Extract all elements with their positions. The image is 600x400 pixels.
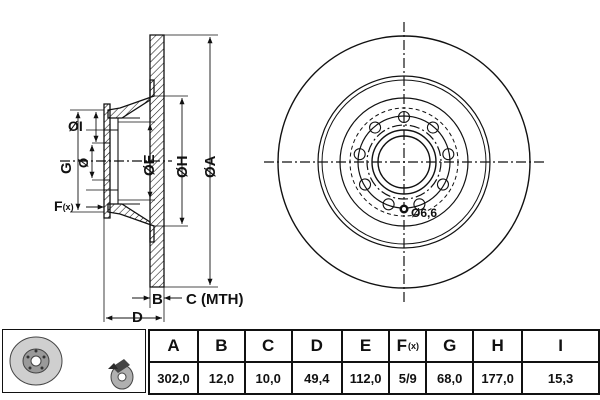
front-view: Ø6,6 <box>264 22 544 302</box>
bolt-hole <box>413 198 426 211</box>
hat-wall-bottom <box>107 203 155 243</box>
brake-caliper-icon <box>108 359 134 390</box>
header-f-sub: (x) <box>407 341 419 351</box>
bolt-holes <box>353 110 455 211</box>
label-dim-g-diameter: Ø <box>76 158 91 168</box>
label-dim-i: ØI <box>68 118 83 134</box>
label-dim-d: D <box>132 309 143 326</box>
value-c: 10,0 <box>243 361 293 395</box>
value-f: 5/9 <box>388 361 428 395</box>
bolt-hole <box>358 178 372 191</box>
spec-header-row: A B C D E F(x) G H I <box>147 329 600 363</box>
label-dim-a: ØA <box>202 155 219 178</box>
header-c: C <box>243 329 293 363</box>
header-d: D <box>290 329 344 363</box>
bolt-hole <box>369 121 382 134</box>
header-b: B <box>197 329 246 363</box>
bolt-hole <box>426 121 439 134</box>
spec-table-area: A B C D E F(x) G H I 302,0 12,0 10,0 49,… <box>0 327 600 400</box>
label-dim-g: G <box>58 162 75 174</box>
label-dim-f-letter: F <box>54 198 63 214</box>
value-h: 177,0 <box>472 361 524 395</box>
label-bolt-hole-diameter: Ø6,6 <box>411 206 437 220</box>
header-i: I <box>521 329 600 363</box>
label-dim-b: B <box>152 291 163 308</box>
disc-thumbnail-icon <box>9 336 63 386</box>
header-e: E <box>341 329 391 363</box>
header-g: G <box>425 329 475 363</box>
header-h: H <box>472 329 524 363</box>
spec-value-row: 302,0 12,0 10,0 49,4 112,0 5/9 68,0 177,… <box>147 361 600 395</box>
value-a: 302,0 <box>147 361 200 395</box>
header-f: F(x) <box>388 329 428 363</box>
label-dim-f-sub: (x) <box>63 202 74 212</box>
bolt-hole <box>353 148 366 161</box>
spec-table: A B C D E F(x) G H I 302,0 12,0 10,0 49,… <box>147 329 600 395</box>
side-section-view: ØA ØH ØE ØI G Ø F(x) B C (MTH) D <box>54 34 243 326</box>
bolt-hole <box>442 148 455 161</box>
bolt-hole <box>382 198 395 211</box>
label-dim-c: C (MTH) <box>186 291 243 308</box>
label-dim-h: ØH <box>174 156 191 179</box>
technical-drawing: ØA ØH ØE ØI G Ø F(x) B C (MTH) D <box>54 22 544 326</box>
disc-thumbnail <box>1 328 147 394</box>
bolt-hole <box>436 178 450 191</box>
hat-wall-top <box>107 79 155 119</box>
value-g: 68,0 <box>425 361 475 395</box>
header-a: A <box>147 329 200 363</box>
label-dim-e: ØE <box>141 154 158 176</box>
label-dim-f: F(x) <box>54 198 74 214</box>
value-i: 15,3 <box>521 361 600 395</box>
header-f-letter: F <box>396 336 407 355</box>
value-e: 112,0 <box>341 361 391 395</box>
value-d: 49,4 <box>290 361 344 395</box>
bolt-hole <box>397 110 411 124</box>
value-b: 12,0 <box>197 361 246 395</box>
